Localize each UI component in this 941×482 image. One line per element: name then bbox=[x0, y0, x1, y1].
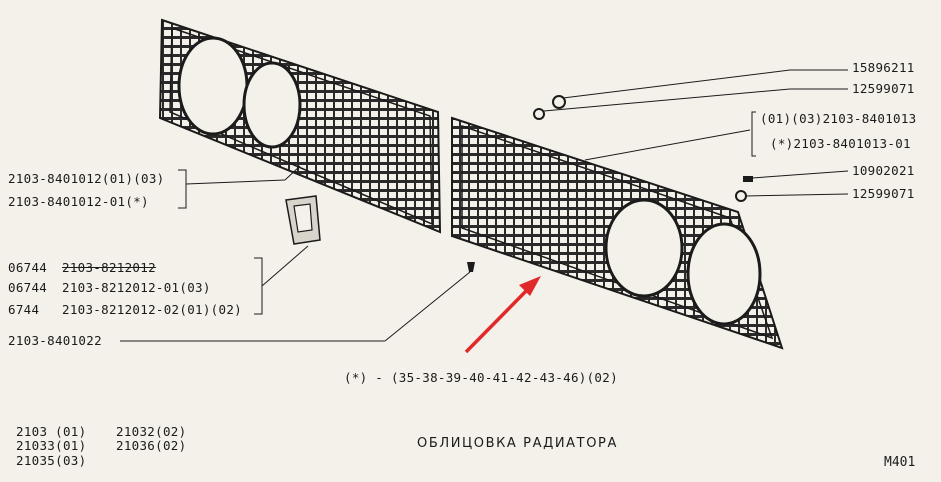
label-clip-row3-part: 2103-8212012-02(01)(02) bbox=[62, 302, 242, 317]
left-grille bbox=[158, 18, 442, 234]
label-clip-small: 2103-8401022 bbox=[8, 333, 102, 348]
label-clip-row3-code: 6744 bbox=[8, 302, 40, 317]
label-grille-right-b: (*)2103-8401013-01 bbox=[770, 136, 911, 151]
left-headlight-ring-inner bbox=[242, 61, 302, 149]
page-title: ОБЛИЦОВКА РАДИАТОРА bbox=[417, 436, 618, 451]
label-part-15896211: 15896211 bbox=[852, 60, 915, 75]
right-headlight-ring-inner bbox=[604, 198, 684, 298]
label-part-10902021: 10902021 bbox=[852, 163, 915, 178]
page-code: М401 bbox=[884, 455, 916, 470]
fasteners bbox=[467, 95, 753, 272]
label-clip-row2-code: 06744 bbox=[8, 280, 48, 295]
label-grille-left-a: 2103-8401012(01)(03) bbox=[8, 171, 165, 186]
model-2-1: 21032(02) bbox=[116, 424, 187, 439]
right-headlight-ring-outer bbox=[686, 222, 762, 326]
left-headlight-ring-outer bbox=[177, 36, 249, 136]
label-part-12599071-top: 12599071 bbox=[852, 81, 915, 96]
model-1-2: 21033(01) bbox=[16, 438, 87, 453]
label-clip-row2-part: 2103-8212012-01(03) bbox=[62, 280, 211, 295]
label-part-12599071-bottom: 12599071 bbox=[852, 186, 915, 201]
footnote: (*) - (35-38-39-40-41-42-43-46)(02) bbox=[344, 370, 618, 385]
model-1-1: 2103 (01) bbox=[16, 424, 87, 439]
label-clip-row1-part: 2103-8212012 bbox=[62, 260, 156, 275]
model-1-3: 21035(03) bbox=[16, 453, 87, 468]
label-clip-row1-code: 06744 bbox=[8, 260, 48, 275]
clip-part bbox=[285, 195, 321, 245]
label-grille-right-a: (01)(03)2103-8401013 bbox=[760, 111, 917, 126]
red-annotation-arrow bbox=[464, 276, 541, 354]
model-2-2: 21036(02) bbox=[116, 438, 187, 453]
right-grille bbox=[451, 116, 784, 350]
leader-lines bbox=[120, 69, 849, 342]
label-grille-left-b: 2103-8401012-01(*) bbox=[8, 194, 149, 209]
